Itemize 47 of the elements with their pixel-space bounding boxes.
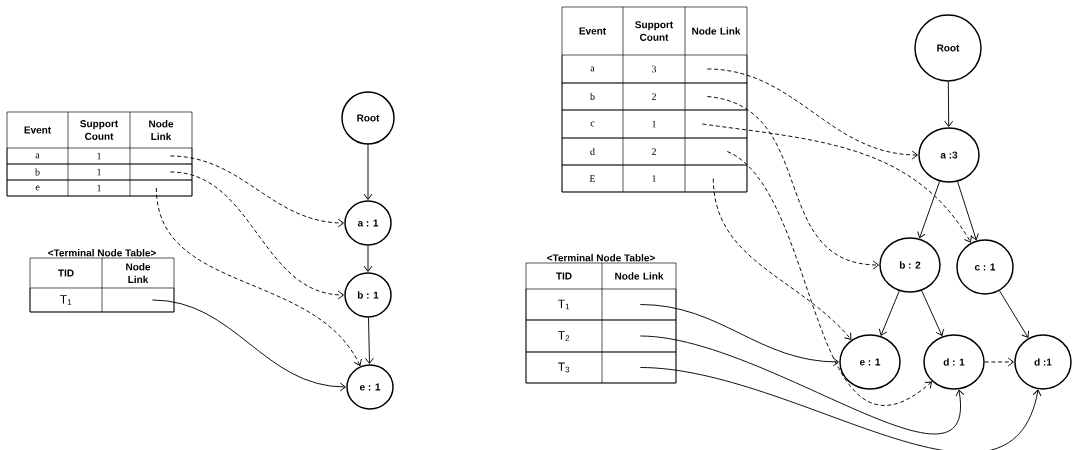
node-label: <Terminal Node Table> [48, 249, 156, 257]
arrow [701, 123, 972, 243]
arrow [999, 290, 1030, 338]
arrow [363, 245, 373, 272]
arrow [706, 96, 879, 270]
arrow [957, 181, 979, 241]
tree-node: a : 1 [344, 200, 392, 246]
tree-node: b : 1 [344, 272, 392, 318]
arrow [639, 304, 839, 367]
arrow [169, 155, 344, 228]
tree-node: a :3 [918, 127, 980, 183]
tree-node: d :1 [1014, 334, 1072, 390]
node-label: <Terminal Node Table> [547, 254, 655, 262]
tree-node: d : 1 [923, 334, 985, 390]
arrow [639, 367, 1042, 450]
arrow [151, 299, 346, 392]
arrow [944, 81, 954, 127]
arrow [917, 180, 941, 239]
table-row: T$_{1}$ [525, 288, 677, 321]
table-row: b 1 [6, 163, 193, 181]
arrow [155, 187, 362, 366]
tree-node: c : 1 [956, 239, 1014, 295]
tree-node: Root [341, 91, 395, 145]
arrow [639, 335, 965, 435]
arrow [984, 357, 1014, 367]
arrow [364, 317, 374, 364]
table-row: T$_{2}$ [525, 319, 677, 353]
tree-node: e : 1 [839, 334, 901, 390]
arrow [712, 178, 852, 340]
arrow [921, 290, 944, 337]
table-row: c 1 [561, 109, 748, 139]
arrow [878, 290, 900, 336]
arrow [169, 171, 344, 300]
tree-node: Root [914, 14, 982, 82]
table-row: e 1 [6, 179, 193, 197]
tree-node: e : 1 [346, 364, 394, 410]
table-row: T$_{1}$ [29, 287, 175, 313]
table-row: b 2 [561, 82, 748, 111]
table-row: a 3 [561, 54, 748, 84]
table-row: d 2 [561, 137, 748, 166]
arrow [706, 68, 918, 160]
arrow [726, 151, 932, 406]
table-row: E 1 [561, 164, 748, 193]
table-row: a 1 [6, 147, 193, 165]
tree-node: b : 2 [879, 237, 941, 293]
arrow [363, 144, 373, 200]
table-row: T$_{3}$ [525, 351, 677, 384]
